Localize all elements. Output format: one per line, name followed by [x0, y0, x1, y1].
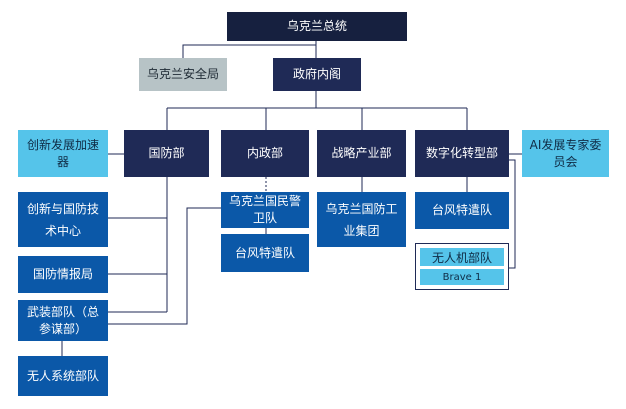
drone-group-frame: 无人机部队 Brave 1: [415, 243, 509, 290]
security-service-box: 乌克兰安全局: [139, 58, 227, 91]
cabinet-label: 政府内阁: [292, 67, 341, 81]
cabinet-box: 政府内阁: [273, 58, 361, 91]
armed-forces-label: 武装部队（总参谋部）: [26, 304, 99, 336]
ukroboronprom-label: 乌克兰国防工业集团: [325, 201, 398, 238]
innovation-tech-center-box: 创新与国防技术中心: [18, 192, 108, 247]
innovation-tech-center-label: 创新与国防技术中心: [26, 201, 99, 238]
defense-ministry-label: 国防部: [148, 146, 185, 160]
brave1-label: Brave 1: [442, 271, 482, 283]
ukroboronprom-box: 乌克兰国防工业集团: [317, 192, 406, 247]
drone-unit-box: 无人机部队: [420, 248, 504, 266]
innovation-accelerator-label: 创新发展加速器: [26, 137, 99, 169]
digital-transformation-label: 数字化转型部: [425, 146, 498, 160]
strategic-industries-label: 战略产业部: [331, 146, 392, 160]
typhoon-digital-box: 台风特遣队: [415, 192, 509, 229]
typhoon-guard-box: 台风特遣队: [221, 234, 309, 272]
ai-committee-box: AI发展专家委员会: [522, 130, 609, 177]
president-label: 乌克兰总统: [286, 19, 347, 33]
national-guard-box: 乌克兰国民警卫队: [221, 192, 309, 228]
unmanned-systems-forces-label: 无人系统部队: [26, 368, 99, 383]
ai-committee-label: AI发展专家委员会: [529, 137, 602, 169]
digital-transformation-box: 数字化转型部: [415, 130, 509, 177]
typhoon-digital-label: 台风特遣队: [431, 203, 492, 217]
defense-ministry-box: 国防部: [124, 130, 209, 177]
interior-ministry-label: 内政部: [246, 146, 283, 160]
defense-intelligence-label: 国防情报局: [32, 267, 93, 281]
president-box: 乌克兰总统: [227, 12, 407, 41]
national-guard-label: 乌克兰国民警卫队: [228, 194, 301, 225]
typhoon-guard-label: 台风特遣队: [234, 245, 295, 260]
drone-unit-label: 无人机部队: [431, 250, 492, 265]
strategic-industries-box: 战略产业部: [317, 130, 406, 177]
defense-intelligence-box: 国防情报局: [18, 256, 108, 293]
unmanned-systems-forces-box: 无人系统部队: [18, 356, 108, 396]
security-service-label: 乌克兰安全局: [146, 67, 219, 81]
innovation-accelerator-box: 创新发展加速器: [18, 130, 108, 177]
brave1-box: Brave 1: [420, 269, 504, 285]
line-guard-armed: [108, 207, 221, 325]
armed-forces-box: 武装部队（总参谋部）: [18, 300, 108, 341]
line-president-security: [182, 44, 316, 58]
line-digital-drone-group: [509, 159, 516, 269]
interior-ministry-box: 内政部: [221, 130, 309, 177]
